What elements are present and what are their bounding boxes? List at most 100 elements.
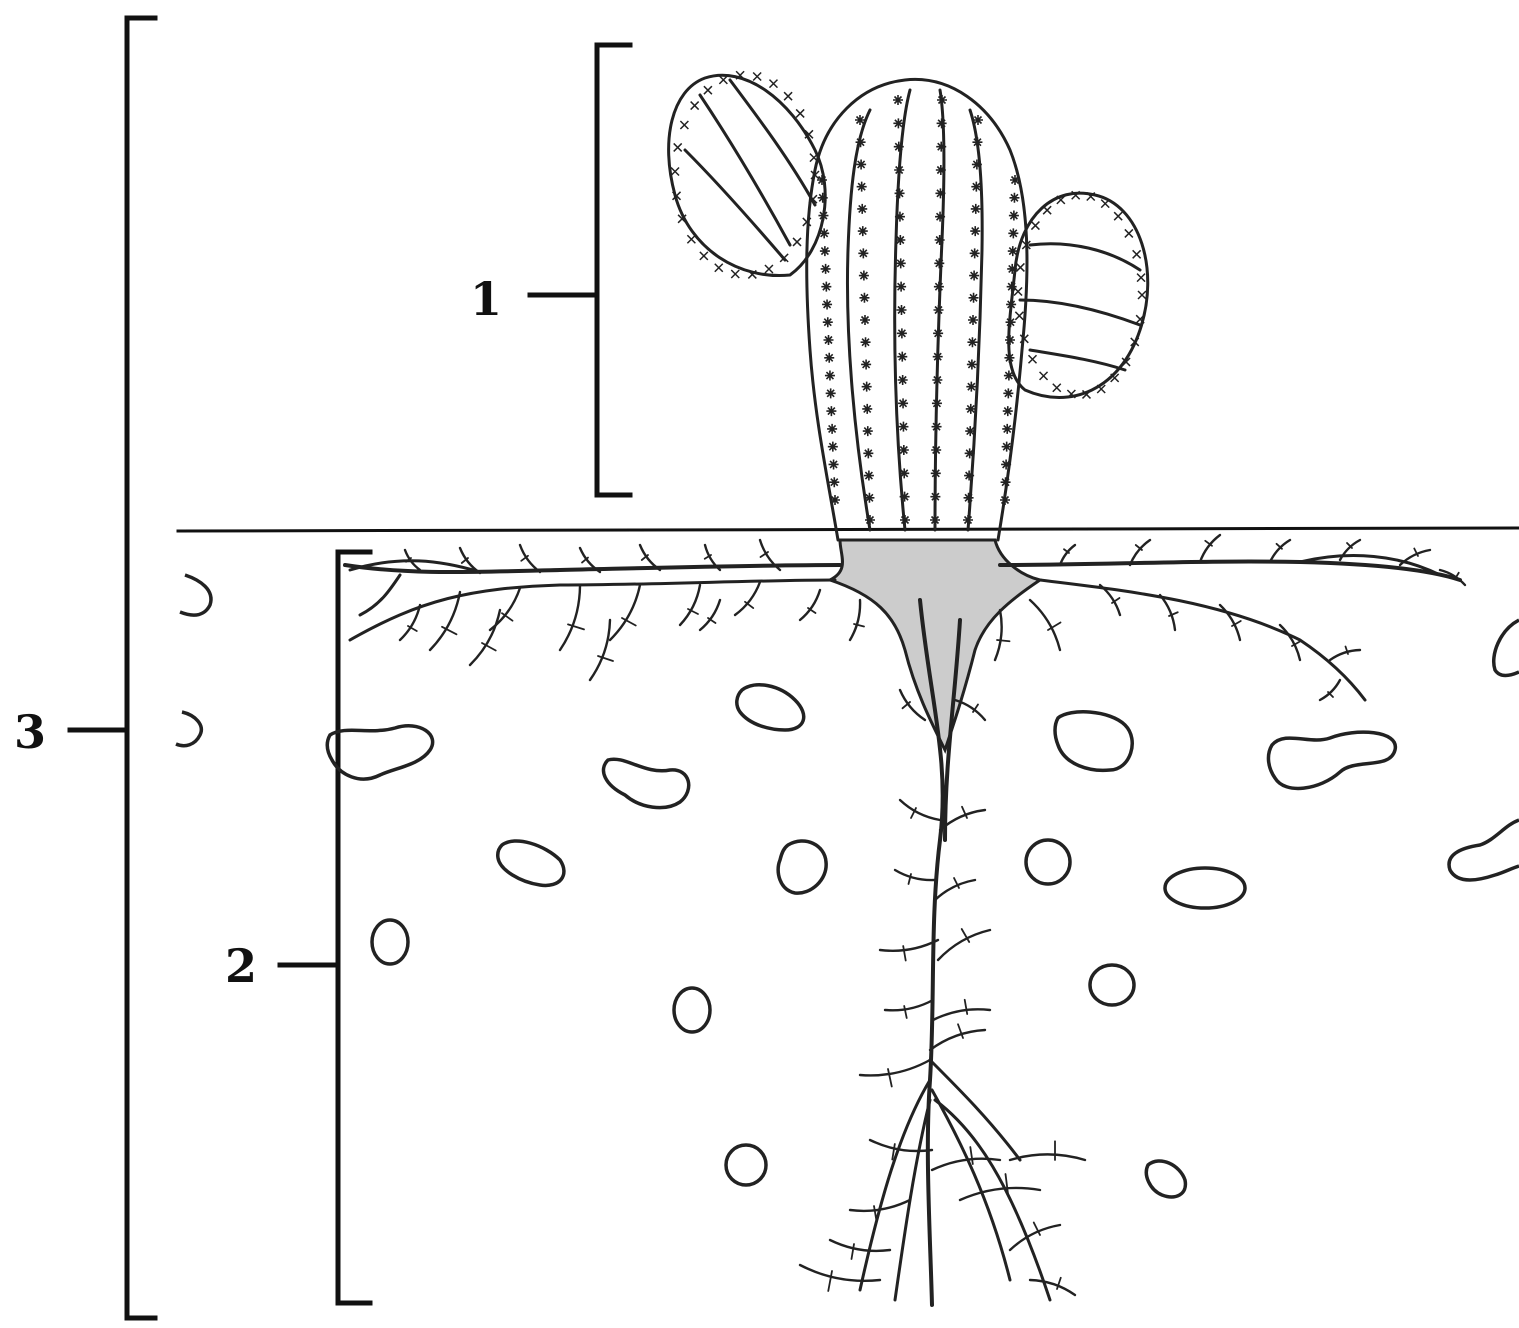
spine-cluster <box>861 337 871 347</box>
rootlet <box>1270 540 1290 562</box>
spine-cluster <box>933 328 943 338</box>
pebble <box>1165 868 1245 908</box>
rootlet <box>880 940 938 951</box>
spine-cluster <box>825 371 835 381</box>
spine-cluster <box>700 252 708 260</box>
spine-cluster <box>969 293 979 303</box>
spine-cluster <box>932 422 942 432</box>
spine-cluster <box>1002 442 1012 452</box>
pebble <box>180 575 211 615</box>
spine-cluster <box>687 235 695 243</box>
spine-cluster <box>893 118 903 128</box>
spine-cluster <box>861 359 871 369</box>
pebble <box>603 759 688 807</box>
bracket-root-system <box>280 552 370 1303</box>
spine-cluster <box>1138 291 1146 299</box>
spine-cluster <box>817 175 827 185</box>
rootlet <box>1010 1225 1060 1250</box>
spine-cluster <box>896 258 906 268</box>
spine-cluster <box>894 142 904 152</box>
label-whole-plant: 3 <box>14 705 46 759</box>
spine-cluster <box>821 264 831 274</box>
spine-cluster <box>967 337 977 347</box>
spine-cluster <box>1001 477 1011 487</box>
spine-cluster <box>829 477 839 487</box>
cactus-plant <box>669 71 1148 540</box>
spine-cluster <box>970 248 980 258</box>
spine-cluster <box>828 442 838 452</box>
spine-cluster <box>1029 355 1037 363</box>
soil-pebbles <box>176 575 1519 1197</box>
spine-cluster <box>818 193 828 203</box>
spine-cluster <box>937 95 947 105</box>
spine-cluster <box>898 422 908 432</box>
spine-cluster <box>971 204 981 214</box>
spine-cluster <box>1043 206 1051 214</box>
spine-cluster <box>860 315 870 325</box>
spine-cluster <box>897 352 907 362</box>
spine-cluster <box>930 492 940 502</box>
spine-cluster <box>1015 312 1023 320</box>
spine-cluster <box>934 282 944 292</box>
spine-cluster <box>1008 246 1018 256</box>
spine-cluster <box>858 226 868 236</box>
spine-cluster <box>1014 288 1022 296</box>
root-hair <box>970 1147 973 1164</box>
spine-cluster <box>963 515 973 525</box>
rootlet <box>885 1000 933 1010</box>
cactus-ribs <box>847 90 982 530</box>
spine-cluster <box>899 468 909 478</box>
spine-cluster <box>964 493 974 503</box>
pebble <box>176 712 201 746</box>
cactus-right-lobe <box>1009 193 1148 397</box>
spine-cluster <box>826 406 836 416</box>
spine-cluster <box>930 515 940 525</box>
rootlet <box>895 870 935 880</box>
spine-cluster <box>1053 384 1061 392</box>
rootlet <box>470 610 500 665</box>
spine-cluster <box>819 228 829 238</box>
lateral-root-right <box>1000 562 1460 580</box>
label-root-system: 2 <box>225 939 257 993</box>
spine-cluster <box>1009 211 1019 221</box>
spine-cluster <box>1003 406 1013 416</box>
spine-cluster <box>1004 371 1014 381</box>
spine-cluster <box>1009 193 1019 203</box>
spine-cluster <box>1008 228 1018 238</box>
spine-cluster <box>863 448 873 458</box>
spine-cluster <box>823 317 833 327</box>
spine-cluster <box>1125 229 1133 237</box>
pebble <box>1090 965 1134 1005</box>
spine-cluster <box>1101 200 1109 208</box>
spine-cluster <box>719 76 727 84</box>
spine-cluster <box>859 293 869 303</box>
pebble <box>1146 1161 1185 1197</box>
spine-cluster <box>937 118 947 128</box>
spine-cluster <box>1001 459 1011 469</box>
spine-cluster <box>934 305 944 315</box>
spine-cluster <box>932 375 942 385</box>
rootlet <box>1320 680 1340 700</box>
spine-cluster <box>691 102 699 110</box>
pebble <box>498 841 564 885</box>
spine-cluster <box>966 404 976 414</box>
spine-cluster <box>965 448 975 458</box>
rootlet <box>610 585 640 640</box>
spine-cluster <box>862 404 872 414</box>
spine-cluster <box>856 137 866 147</box>
spine-cluster <box>829 459 839 469</box>
spine-cluster <box>895 188 905 198</box>
spine-cluster <box>1007 282 1017 292</box>
rootlet <box>935 880 975 900</box>
spine-cluster <box>731 270 739 278</box>
rootlet <box>680 585 700 625</box>
spine-cluster <box>864 493 874 503</box>
spine-cluster <box>900 492 910 502</box>
spine-cluster <box>1006 317 1016 327</box>
spine-cluster <box>935 188 945 198</box>
root-hair <box>852 1244 855 1259</box>
spine-cluster <box>855 115 865 125</box>
spine-cluster <box>972 137 982 147</box>
spine-cluster <box>1010 175 1020 185</box>
